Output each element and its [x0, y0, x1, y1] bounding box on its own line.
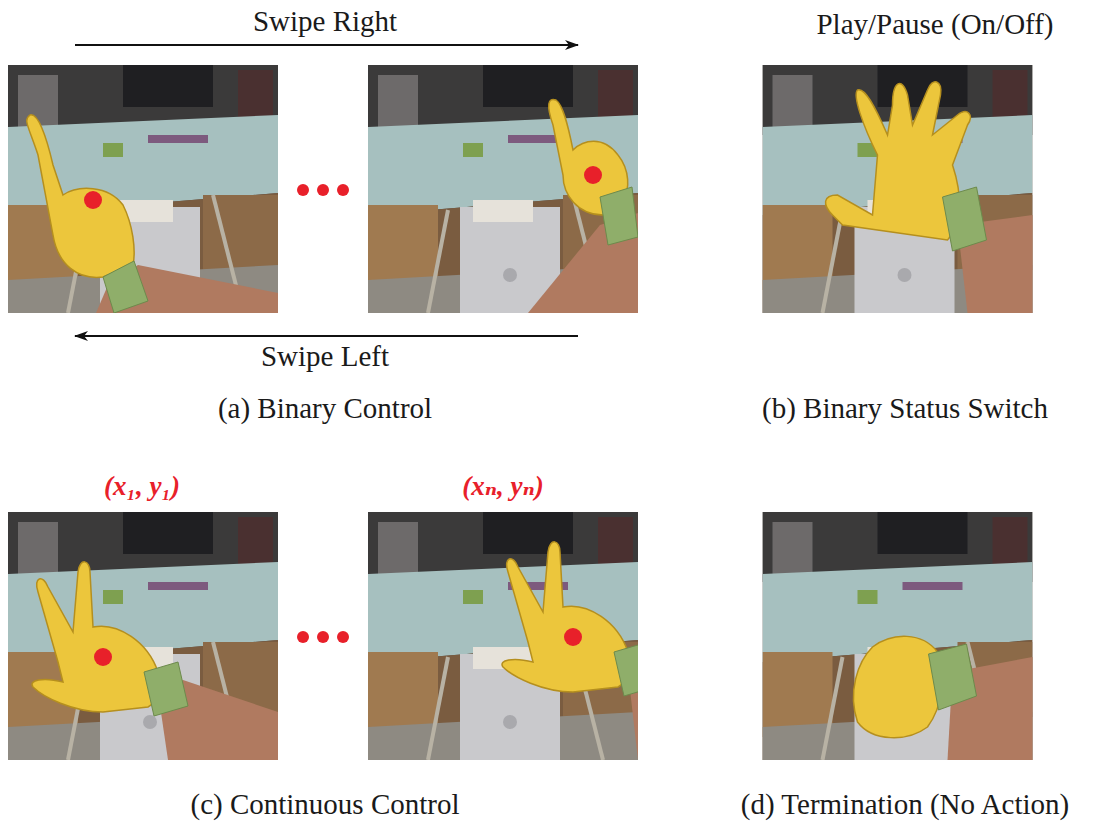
wrist-mask [614, 642, 658, 696]
panel-caption: (d) Termination (No Action) [741, 788, 1069, 821]
dot [297, 631, 309, 643]
hand-mask [502, 542, 630, 692]
scene [368, 512, 638, 760]
wrist-mask [943, 187, 987, 251]
dot [337, 631, 349, 643]
hand-center [94, 648, 112, 666]
scene [8, 512, 278, 760]
wrist-mask [929, 644, 977, 710]
panel-caption: (b) Binary Status Switch [762, 392, 1048, 425]
scene [763, 65, 1033, 313]
hand-center [84, 191, 102, 209]
hand-center [584, 166, 602, 184]
gesture-label: Swipe Left [261, 340, 389, 373]
panel-caption: (c) Continuous Control [190, 788, 459, 821]
gesture-label: Swipe Right [253, 5, 397, 38]
photo [8, 512, 278, 760]
wrist-mask [103, 261, 148, 313]
wrist-mask [144, 662, 188, 716]
hand-group [502, 542, 678, 760]
hand-mask [32, 562, 160, 712]
photo [8, 65, 278, 313]
hand-mask [27, 115, 134, 278]
scene [8, 65, 278, 313]
panel-caption: (a) Binary Control [218, 392, 432, 425]
fist-mask [853, 636, 942, 737]
gesture-label: Play/Pause (On/Off) [816, 8, 1053, 41]
scene [368, 65, 638, 313]
swipe-left-arrow [75, 335, 578, 337]
photo [368, 512, 678, 760]
dot [317, 631, 329, 643]
dot [317, 184, 329, 196]
scene [763, 512, 1033, 760]
dot [297, 184, 309, 196]
coordinate-label: (x₁, y₁) [104, 471, 180, 502]
photo [763, 512, 1033, 760]
photo [368, 65, 638, 313]
swipe-right-arrow [75, 44, 578, 46]
hand-center [564, 628, 582, 646]
coordinate-label: (xₙ, yₙ) [462, 471, 544, 502]
photo [763, 65, 1033, 313]
dot [337, 184, 349, 196]
wrist-mask [600, 187, 638, 245]
